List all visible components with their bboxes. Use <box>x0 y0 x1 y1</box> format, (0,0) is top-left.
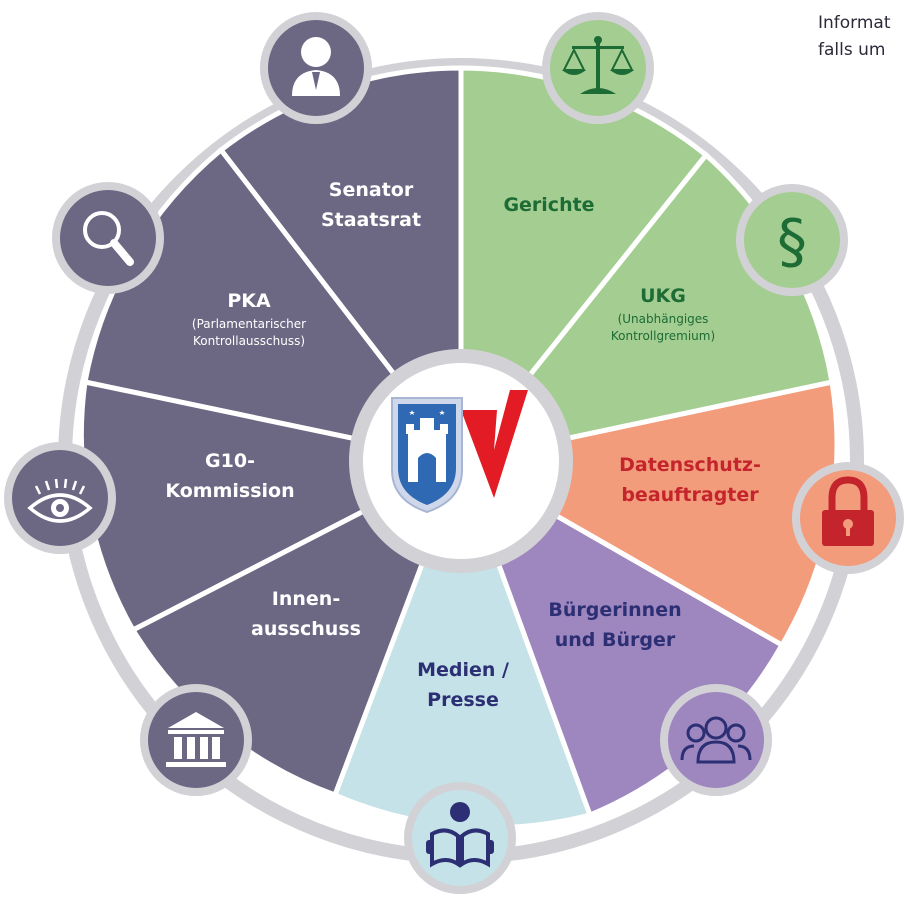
people-group-icon[interactable] <box>660 684 772 796</box>
government-building-icon[interactable] <box>140 684 252 796</box>
innen-label-line1: Innen- <box>272 588 340 610</box>
buerger-label-line2: und Bürger <box>555 629 676 651</box>
senator-label-line2: Staatsrat <box>321 209 421 231</box>
person-icon[interactable] <box>260 12 372 124</box>
pka-sub-line2: Kontrollausschuss) <box>193 334 305 348</box>
magnifier-icon[interactable] <box>52 182 164 294</box>
ukg-sub-line2: Kontrollgremium) <box>611 329 715 343</box>
padlock-icon[interactable] <box>792 462 904 574</box>
person-reading-icon[interactable] <box>404 782 516 894</box>
senator-label-line1: Senator <box>329 179 414 201</box>
gerichte-label: Gerichte <box>503 194 594 216</box>
side-text-line2: falls um <box>818 40 886 60</box>
pka-sub-line1: (Parlamentarischer <box>192 317 306 331</box>
svg-text:§: § <box>777 207 807 277</box>
innen-label-line2: ausschuss <box>251 618 361 640</box>
datenschutz-label-line1: Datenschutz- <box>619 454 761 476</box>
ukg-sub-line1: (Unabhängiges <box>618 312 709 326</box>
g10-label-line2: Kommission <box>165 480 294 502</box>
g10-label-line1: G10- <box>205 450 255 472</box>
paragraph-icon[interactable]: § <box>736 184 848 296</box>
side-text-line1: Informat <box>818 13 891 33</box>
datenschutz-label-line2: beauftragter <box>621 484 759 506</box>
ukg-label: UKG <box>640 285 686 307</box>
scales-of-justice-icon[interactable] <box>542 12 654 124</box>
buerger-label-line1: Bürgerinnen <box>548 599 681 621</box>
side-paragraph: Informat falls um <box>818 10 905 64</box>
hamburg-coat-of-arms-logo <box>391 390 528 514</box>
medien-label-line2: Presse <box>427 689 499 711</box>
pka-label: PKA <box>227 290 271 312</box>
medien-label-line1: Medien / <box>417 659 509 681</box>
eye-icon[interactable] <box>4 442 116 554</box>
